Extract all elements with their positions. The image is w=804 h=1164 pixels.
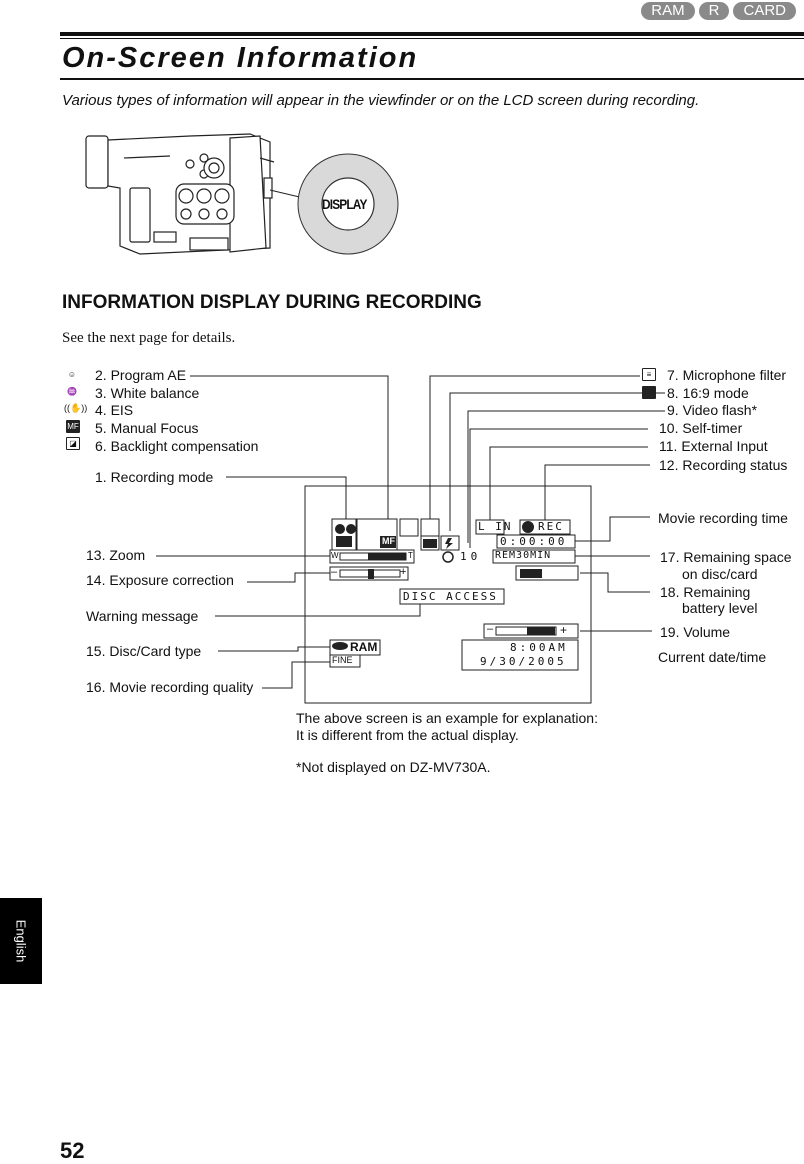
screen-lin: L IN bbox=[478, 520, 513, 533]
label-external-input: 11. External Input bbox=[659, 438, 768, 454]
language-label: English bbox=[13, 919, 29, 963]
header-rule bbox=[60, 32, 804, 36]
display-button-label: DISPLAY bbox=[322, 196, 367, 212]
camcorder-illustration bbox=[85, 133, 399, 255]
label-quality: 16. Movie recording quality bbox=[86, 679, 254, 695]
label-warning: Warning message bbox=[86, 608, 199, 624]
screen-exp-minus: – bbox=[331, 566, 338, 578]
screen-time: 0:00:00 bbox=[500, 535, 568, 548]
screen-vol-plus: + bbox=[560, 623, 568, 637]
label-date-time: Current date/time bbox=[658, 649, 767, 665]
label-program-ae: 2. Program AE bbox=[95, 367, 187, 383]
note-line-2: It is different from the actual display. bbox=[296, 727, 519, 743]
title-rule bbox=[60, 78, 804, 80]
screen-mf: MF bbox=[382, 536, 395, 546]
manual-focus-icon: MF bbox=[66, 420, 80, 433]
white-balance-icon: ♒ bbox=[66, 386, 78, 397]
screen-timer: 10 bbox=[460, 550, 482, 563]
section-subtext: See the next page for details. bbox=[62, 330, 236, 346]
intro-text: Various types of information will appear… bbox=[62, 92, 700, 109]
label-remaining-space: 17. Remaining space bbox=[660, 549, 792, 565]
label-video-flash: 9. Video flash* bbox=[667, 402, 758, 418]
mic-filter-icon: ≡ bbox=[642, 368, 656, 381]
screen-date: 9/30/2005 bbox=[480, 655, 567, 668]
label-rec-time: Movie recording time bbox=[658, 510, 788, 526]
label-disc-type: 15. Disc/Card type bbox=[86, 643, 202, 659]
tab-r: R bbox=[698, 2, 730, 20]
label-white-balance: 3. White balance bbox=[95, 385, 200, 401]
eis-icon: ((✋)) bbox=[64, 403, 88, 414]
screen-vol-minus: – bbox=[487, 623, 494, 635]
screen-diagram bbox=[156, 375, 665, 704]
label-remaining-space-2: on disc/card bbox=[682, 566, 758, 582]
label-zoom: 13. Zoom bbox=[86, 547, 146, 563]
language-sidebar: English bbox=[0, 898, 42, 984]
screen-zoom-t: T bbox=[408, 551, 413, 560]
screen-quality: FINE bbox=[332, 655, 353, 665]
tab-ram: RAM bbox=[641, 2, 695, 20]
screen-disc-access: DISC ACCESS bbox=[403, 590, 498, 603]
label-battery: 18. Remaining bbox=[660, 584, 751, 600]
label-battery-2: battery level bbox=[682, 600, 758, 616]
screen-exp-plus: + bbox=[400, 566, 407, 578]
label-recording-mode: 1. Recording mode bbox=[95, 469, 214, 485]
backlight-icon: ◪ bbox=[66, 437, 80, 450]
label-exposure: 14. Exposure correction bbox=[86, 572, 234, 588]
label-eis: 4. EIS bbox=[95, 402, 134, 418]
screen-rem: REM30MIN bbox=[495, 550, 552, 561]
section-heading: INFORMATION DISPLAY DURING RECORDING bbox=[62, 292, 482, 313]
screen-clock: 8:00AM bbox=[510, 641, 568, 654]
label-manual-focus: 5. Manual Focus bbox=[95, 420, 199, 436]
screen-disc: RAM bbox=[350, 640, 378, 654]
tab-card: CARD bbox=[733, 2, 796, 20]
page-title: On-Screen Information bbox=[62, 42, 419, 74]
header-rule-thin bbox=[60, 38, 804, 39]
label-volume: 19. Volume bbox=[660, 624, 731, 640]
label-mic-filter: 7. Microphone filter bbox=[667, 367, 787, 383]
media-tabs: RAM R CARD bbox=[641, 2, 796, 20]
label-self-timer: 10. Self-timer bbox=[659, 420, 743, 436]
footnote: *Not displayed on DZ-MV730A. bbox=[296, 759, 491, 775]
program-ae-icon: ☺ bbox=[66, 369, 78, 380]
label-wide-mode: 8. 16:9 mode bbox=[667, 385, 749, 401]
screen-rec: REC bbox=[538, 520, 564, 533]
label-backlight: 6. Backlight compensation bbox=[95, 438, 259, 454]
label-rec-status: 12. Recording status bbox=[659, 457, 788, 473]
note-line-1: The above screen is an example for expla… bbox=[296, 710, 598, 726]
page-number: 52 bbox=[60, 1138, 85, 1163]
screen-zoom-w: W bbox=[331, 551, 339, 560]
